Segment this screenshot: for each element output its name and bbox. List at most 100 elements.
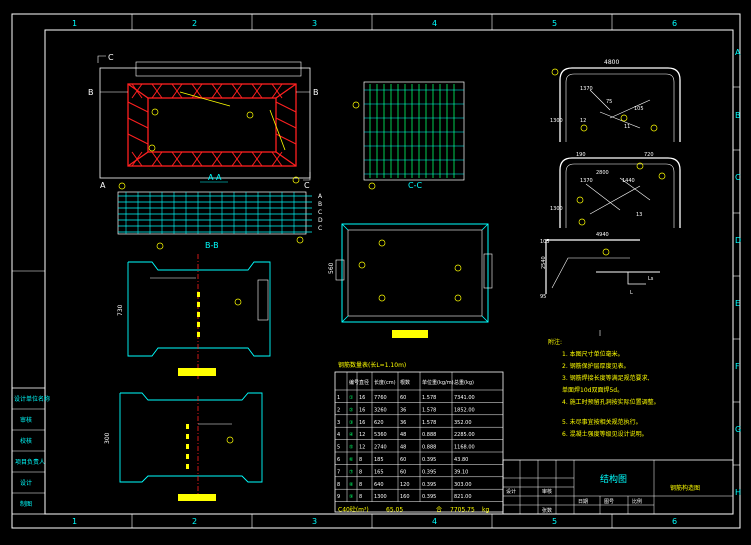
rebar-dot bbox=[186, 464, 189, 469]
table-cell: 303.00 bbox=[454, 482, 472, 488]
plan-rebar-tie bbox=[251, 83, 263, 99]
table-footer: 合 bbox=[436, 506, 442, 514]
table-cell: 1300 bbox=[374, 494, 387, 500]
row-label: H bbox=[735, 488, 741, 497]
rebar-dot bbox=[197, 302, 200, 307]
table-cell: ⑨ bbox=[349, 494, 353, 500]
rebar-dot bbox=[186, 434, 189, 439]
marker-a-left: A bbox=[100, 181, 106, 190]
rebar-dot bbox=[186, 424, 189, 429]
table-cell: 640 bbox=[374, 482, 384, 488]
plan-rebar-tie bbox=[271, 83, 283, 99]
table-cell: 48 bbox=[400, 445, 406, 451]
col-label: 1 bbox=[72, 19, 77, 28]
left-block-cell: 校核 bbox=[20, 437, 32, 445]
col-label: 3 bbox=[312, 19, 317, 28]
table-cell: ⑦ bbox=[349, 469, 354, 475]
table-header: 直径 bbox=[359, 379, 369, 386]
plan-rebar-tie bbox=[231, 83, 243, 99]
plan-rebar-tie bbox=[191, 151, 203, 167]
shape2-label: 1300 bbox=[550, 206, 563, 212]
plan-rebar-tie bbox=[271, 151, 283, 167]
plan-view-aa: C B B A C A-A bbox=[88, 53, 319, 190]
drawing-name: 结构图 bbox=[600, 473, 627, 485]
plan-rebar-tie bbox=[251, 151, 263, 167]
row-label: E bbox=[735, 299, 740, 308]
table-header: 根数 bbox=[400, 379, 410, 386]
left-block-cell: 审核 bbox=[20, 416, 32, 424]
table-cell: 165 bbox=[374, 469, 384, 475]
lower-left-bottom-dim: 300 bbox=[104, 432, 111, 444]
marker-b-right: B bbox=[313, 88, 319, 97]
title-cell: 图号 bbox=[604, 499, 614, 505]
marker-c-bottom: C bbox=[304, 181, 310, 190]
col-label: 2 bbox=[192, 517, 197, 526]
table-caption: 钢筋数量表(长L=1.10m) bbox=[338, 361, 406, 369]
shape2-label: 1440 bbox=[622, 178, 635, 184]
table-cell: ⑥ bbox=[349, 457, 354, 463]
table-cell: 1168.00 bbox=[454, 445, 475, 451]
rebar-dot bbox=[197, 312, 200, 317]
table-cell: 160 bbox=[400, 494, 410, 500]
shape1-label: 1370 bbox=[580, 86, 593, 92]
plan-rebar-tie bbox=[127, 101, 149, 113]
bb-marker: D bbox=[318, 217, 323, 224]
notes-block: 附注: 1. 本图尺寸单位毫米。 2. 钢筋保护层厚度见表。 3. 钢筋焊接长度… bbox=[548, 338, 660, 438]
shape2-label: 4940 bbox=[596, 232, 609, 238]
shape1-label: 75 bbox=[606, 99, 612, 105]
table-cell: 48 bbox=[400, 432, 406, 438]
column-labels-top: 1 2 3 4 5 6 bbox=[72, 19, 677, 28]
bb-marker: A bbox=[318, 193, 323, 200]
left-block-cell: 项目负责人 bbox=[15, 458, 45, 466]
rebar-dot bbox=[186, 444, 189, 449]
notes-line: 6. 混凝土强度等级见设计说明。 bbox=[562, 430, 648, 438]
shape3-label: 95 bbox=[540, 294, 546, 300]
plan-rebar-tie bbox=[127, 117, 149, 129]
shape2-label: 13 bbox=[636, 212, 642, 218]
col-label: 4 bbox=[432, 19, 437, 28]
plan-title: A-A bbox=[208, 173, 222, 182]
table-cell: 60 bbox=[400, 469, 406, 475]
title-cell: 日期 bbox=[578, 499, 588, 505]
section-cc: C-C bbox=[352, 81, 465, 190]
shape1-label: 11 bbox=[624, 124, 630, 130]
table-footer: 65.05 bbox=[386, 507, 403, 514]
notes-line: 5. 未尽事宜按相关规范执行。 bbox=[562, 418, 642, 426]
rebar-table: 钢筋数量表(长L=1.10m) 编号直径长度(cm)根数单位重(kg/m)总重(… bbox=[334, 361, 504, 514]
plan-rebar-tie bbox=[131, 151, 143, 167]
plan-rebar-tie bbox=[127, 133, 149, 145]
column-labels-bottom: 1 2 3 4 5 6 bbox=[72, 517, 677, 526]
project-name: 钢筋构造图 bbox=[670, 484, 700, 492]
lower-left-top-view: 730 bbox=[117, 254, 271, 380]
table-cell: ① bbox=[349, 395, 354, 401]
table-cell: 43.80 bbox=[454, 457, 468, 463]
table-cell: 60 bbox=[400, 395, 406, 401]
section-bb-title: B-B bbox=[205, 241, 219, 250]
shape2-label: 1370 bbox=[580, 178, 593, 184]
row-labels-right: A B C D E F G H bbox=[735, 48, 741, 497]
shape4-label: Ls bbox=[648, 276, 654, 282]
rebar-shape-4: Ls L bbox=[596, 271, 660, 336]
table-footer: C40砼(m³) bbox=[338, 506, 369, 514]
left-block-cell: 设计单位名称 bbox=[14, 395, 50, 403]
lower-center-dim: 560 bbox=[328, 262, 335, 274]
table-cell: 12 bbox=[359, 445, 365, 451]
table-header: 总重(kg) bbox=[454, 379, 474, 386]
table-cell: 120 bbox=[400, 482, 410, 488]
plan-rebar-tie bbox=[231, 151, 243, 167]
section-cc-title: C-C bbox=[408, 181, 422, 190]
col-label: 6 bbox=[672, 19, 677, 28]
table-header: 编号 bbox=[349, 379, 359, 386]
left-block-cell: 制图 bbox=[20, 500, 32, 508]
lower-center-view: 560 bbox=[328, 223, 493, 338]
shape2-label: 190 bbox=[576, 152, 586, 158]
table-cell: 620 bbox=[374, 420, 384, 426]
table-cell: 8 bbox=[337, 482, 340, 488]
row-label: A bbox=[735, 48, 741, 57]
table-cell: 0.888 bbox=[422, 432, 436, 438]
table-cell: 4 bbox=[337, 432, 340, 438]
rebar-dot bbox=[186, 454, 189, 459]
table-cell: 1.578 bbox=[422, 395, 436, 401]
notes-line: 1. 本图尺寸单位毫米。 bbox=[562, 350, 624, 358]
table-footer: kg bbox=[482, 507, 489, 514]
